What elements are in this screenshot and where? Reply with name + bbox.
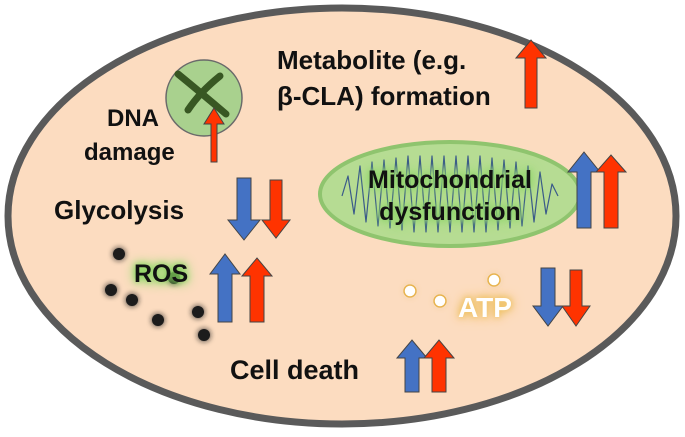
- mito-blue-up-arrow: [566, 151, 602, 229]
- dna-damage-label-line2: damage: [84, 139, 175, 166]
- cell-death-blue-up-arrow: [395, 339, 429, 393]
- atp-label: ATP: [458, 292, 512, 323]
- mito-label-line1: Mitochondrial: [368, 166, 532, 194]
- ros-label: ROS: [134, 260, 189, 288]
- cell-death-label: Cell death: [230, 355, 360, 385]
- ros-blue-up-arrow: [209, 253, 241, 323]
- metabolite-label-line1: Metabolite (e.g.: [277, 45, 467, 75]
- mito-label-line2: dysfunction: [379, 198, 521, 226]
- mitochondrial-cristae: [341, 155, 559, 233]
- metabolite-increase-arrow: [514, 39, 548, 109]
- ros-particle-icon: [105, 248, 210, 341]
- atp-blue-down-arrow: [532, 267, 564, 327]
- dna-damage-label-line1: DNA: [107, 105, 159, 132]
- chromosome-icon: [174, 70, 230, 118]
- glycolysis-red-down-arrow: [260, 179, 292, 239]
- glycolysis-label: Glycolysis: [54, 195, 185, 225]
- atp-molecule-icon: [403, 273, 501, 308]
- glycolysis-blue-down-arrow: [226, 177, 262, 241]
- nucleus: [165, 59, 243, 137]
- metabolite-label-line2: β-CLA) formation: [277, 81, 491, 111]
- dna-damage-increase-arrow: [203, 107, 225, 163]
- cell-death-red-up-arrow: [422, 339, 456, 393]
- atp-red-down-arrow: [561, 269, 591, 327]
- ros-red-up-arrow: [240, 257, 274, 323]
- mito-red-up-arrow: [594, 154, 628, 229]
